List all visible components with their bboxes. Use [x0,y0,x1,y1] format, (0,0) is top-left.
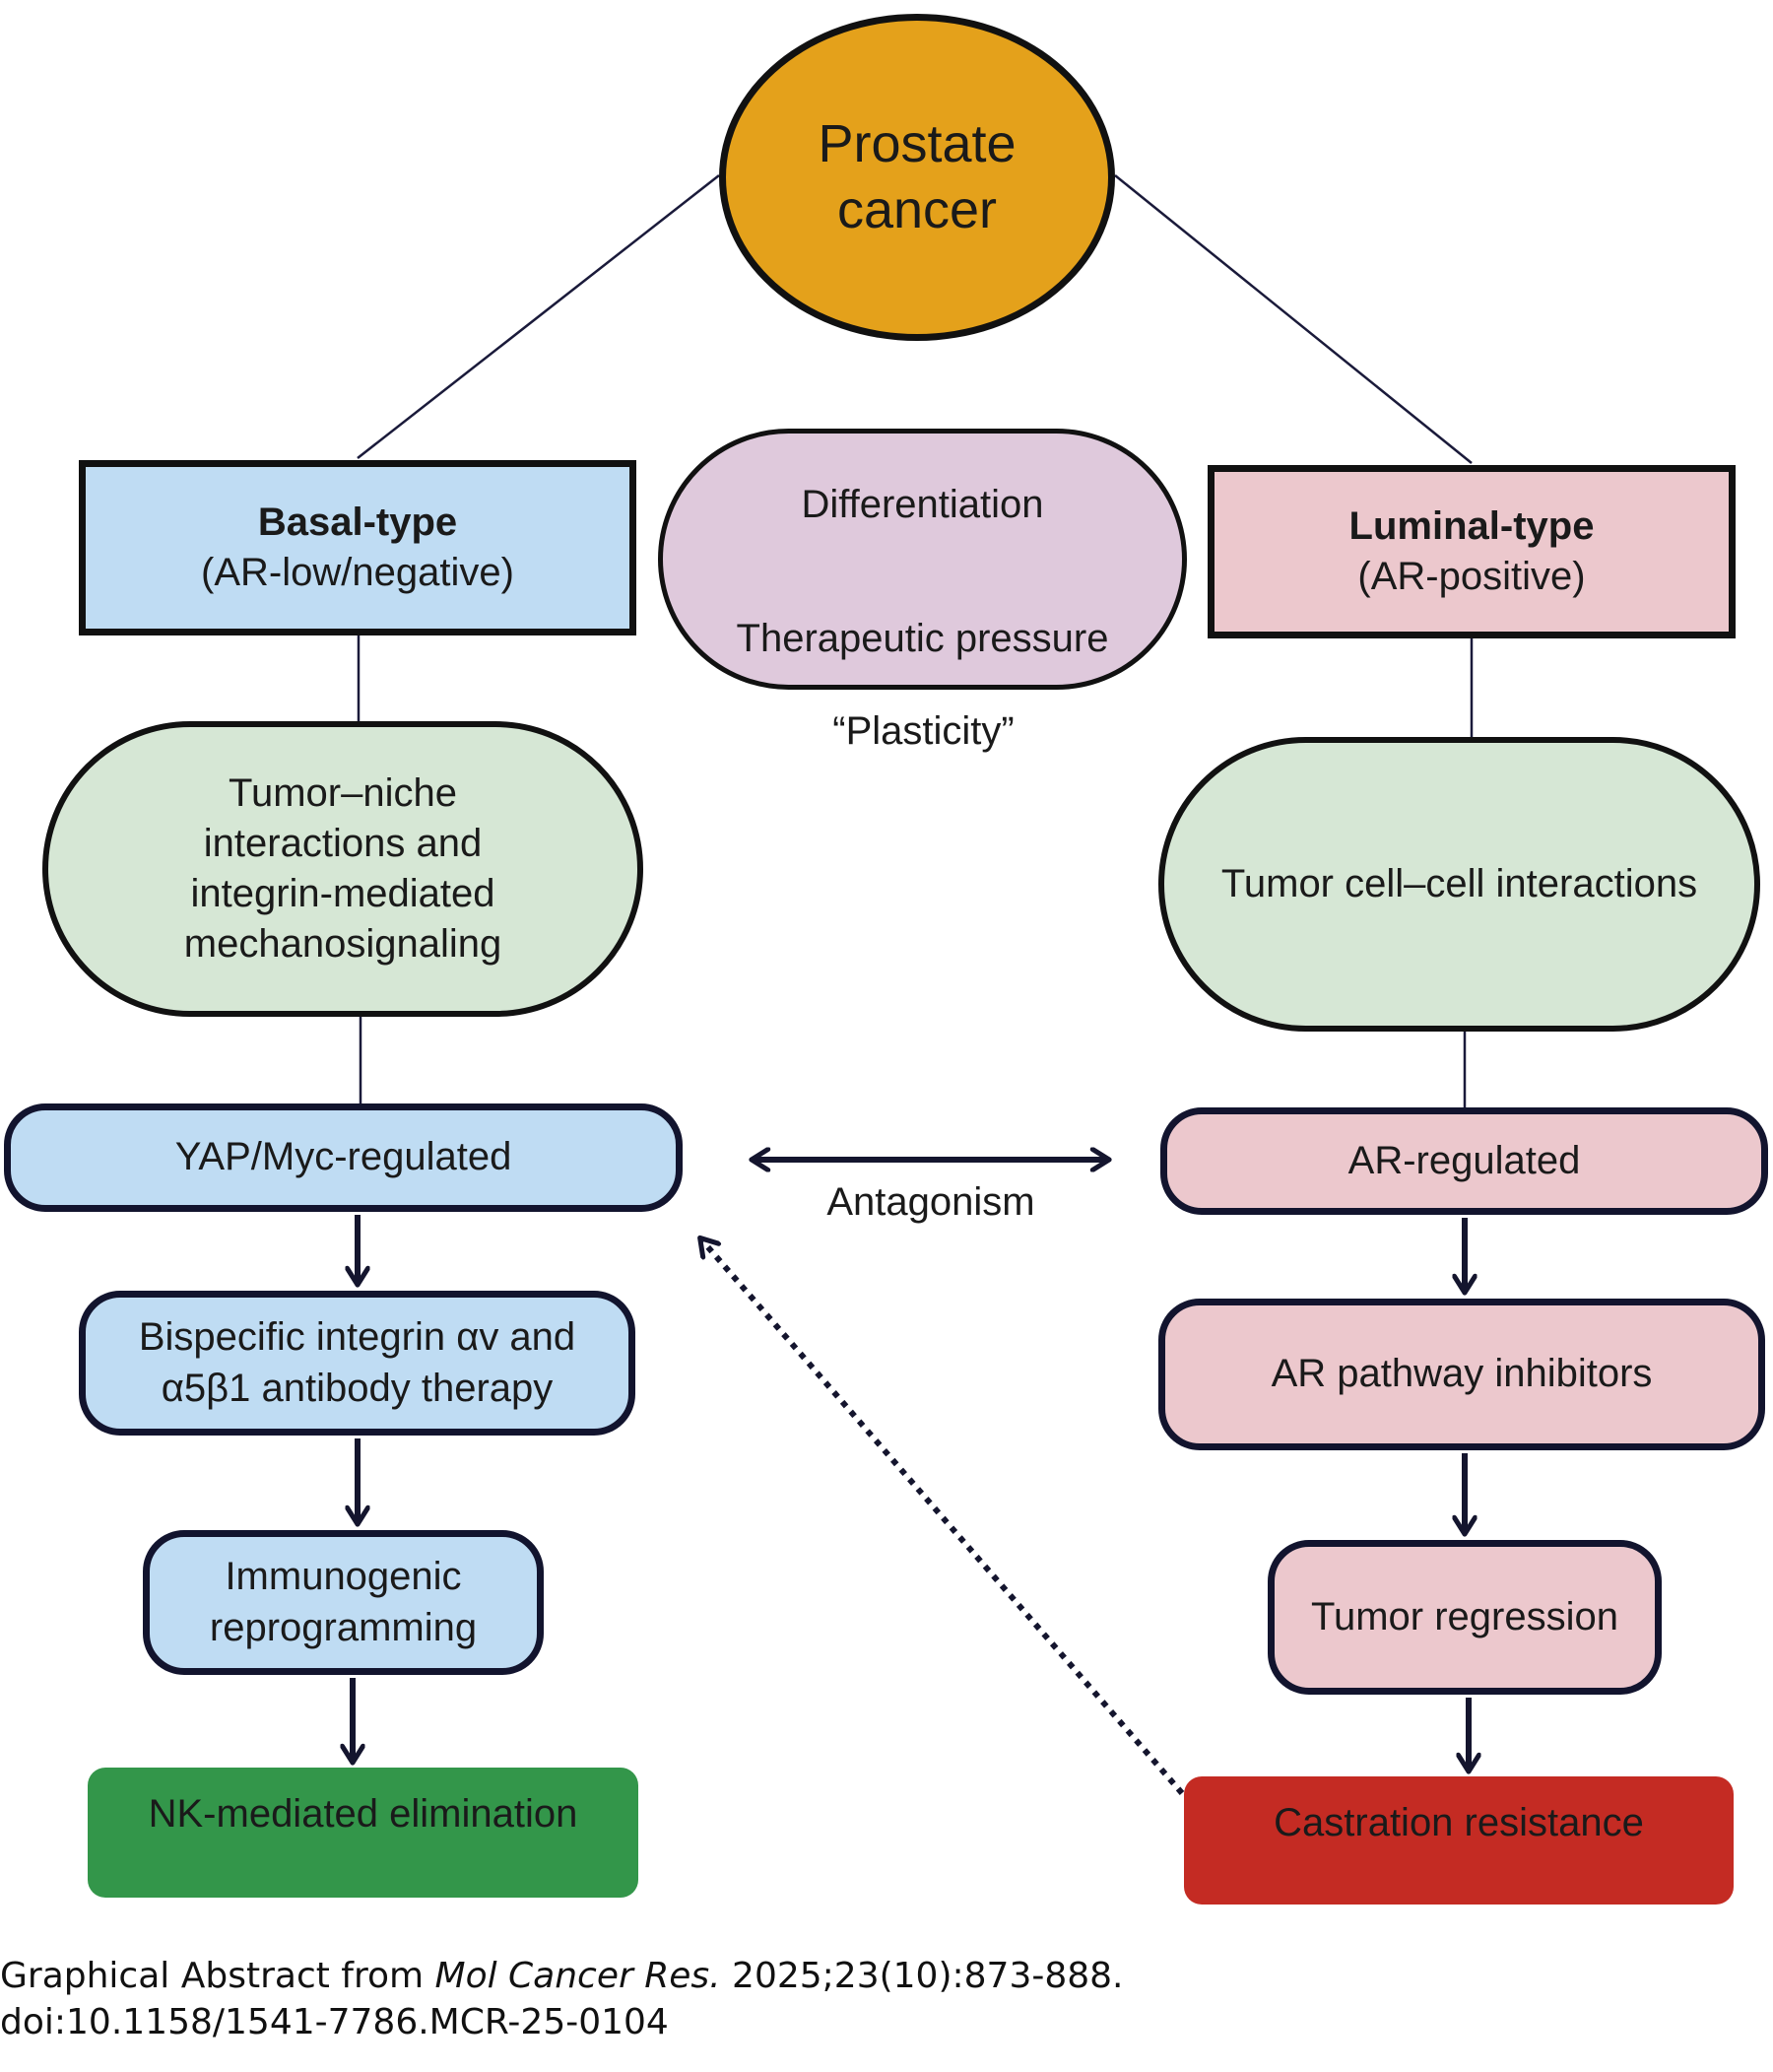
niche-line-1: Tumor–niche [229,770,457,815]
citation-line: Graphical Abstract from Mol Cancer Res. … [0,1953,1124,1999]
basal-type-subtitle: (AR-low/negative) [201,551,514,594]
tumor-niche-mechanism-node: Tumor–niche interactions and integrin-me… [42,721,643,1017]
cell-cell-label: Tumor cell–cell interactions [1220,861,1698,905]
tumor-regression-label: Tumor regression [1311,1594,1618,1638]
ar-pathway-label: AR pathway inhibitors [1271,1352,1653,1396]
immuno-line-1: Immunogenic [225,1555,462,1599]
niche-line-4: mechanosignaling [183,922,502,967]
ar-regulated-node: AR-regulated [1160,1107,1768,1215]
prostate-cancer-node: Prostate cancer [719,14,1115,341]
luminal-type-box: Luminal-type (AR-positive) [1208,465,1736,638]
basal-type-title: Basal-type [257,500,458,544]
citation-prefix: Graphical Abstract from [0,1956,435,1996]
ar-pathway-inhibitors-node: AR pathway inhibitors [1158,1299,1765,1450]
niche-line-2: interactions and [203,821,483,865]
luminal-type-title: Luminal-type [1348,503,1595,548]
differentiation-label: Differentiation [801,483,1044,526]
plasticity-caption: “Plasticity” [832,709,1015,753]
link-root-basal [357,174,720,459]
castration-label: Castration resistance [1274,1801,1644,1844]
yap-myc-label: YAP/Myc-regulated [174,1135,512,1179]
link-root-luminal [1114,174,1473,464]
castration-resistance-node: Castration resistance [1184,1776,1734,1905]
bispecific-line-1: Bispecific integrin αv and [138,1315,576,1360]
plasticity-pill: Differentiation Therapeutic pressure [658,429,1187,690]
doi-line: doi:10.1158/1541-7786.MCR-25-0104 [0,2002,669,2042]
prostate-cancer-line2: cancer [836,180,998,239]
nk-label: NK-mediated elimination [148,1792,578,1836]
prostate-cancer-line1: Prostate [818,113,1017,173]
journal-name: Mol Cancer Res. [434,1956,721,1996]
yap-myc-regulated-node: YAP/Myc-regulated [4,1103,683,1212]
arrow-castration-to-yap-dotted [701,1239,1185,1795]
basal-type-box: Basal-type (AR-low/negative) [79,460,636,635]
citation-footer: Graphical Abstract from Mol Cancer Res. … [0,1953,1124,2045]
niche-line-3: integrin-mediated [190,872,495,915]
cell-cell-interactions-node: Tumor cell–cell interactions [1158,737,1760,1032]
luminal-type-subtitle: (AR-positive) [1357,555,1586,598]
antagonism-label: Antagonism [826,1180,1035,1224]
immunogenic-reprogramming-node: Immunogenic reprogramming [143,1530,544,1675]
bispecific-antibody-therapy-node: Bispecific integrin αv and α5β1 antibody… [79,1291,635,1436]
ar-regulated-label: AR-regulated [1347,1138,1581,1182]
therapeutic-pressure-label: Therapeutic pressure [736,617,1109,660]
tumor-regression-node: Tumor regression [1268,1540,1662,1695]
citation-details: 2025;23(10):873-888. [720,1956,1124,1996]
bispecific-line-2: α5β1 antibody therapy [161,1366,554,1410]
immuno-line-2: reprogramming [209,1605,478,1649]
nk-mediated-elimination-node: NK-mediated elimination [88,1768,638,1898]
